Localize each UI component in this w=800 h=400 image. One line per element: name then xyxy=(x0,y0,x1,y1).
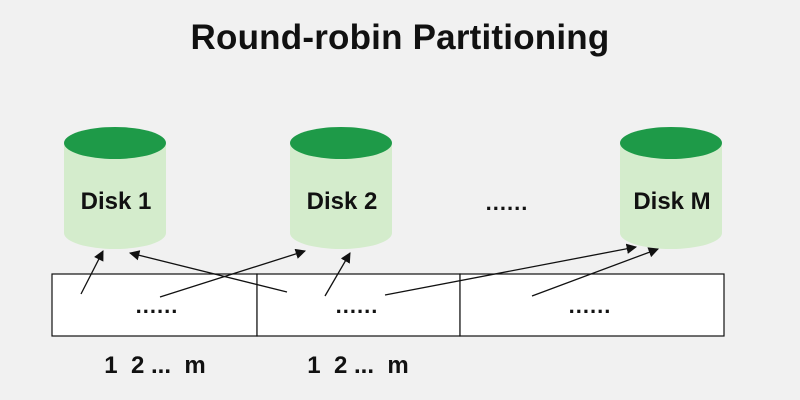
disk-2-label: Disk 2 xyxy=(307,188,378,215)
index-label-2: 1 2 ... m xyxy=(307,352,408,379)
disk-2-top xyxy=(290,127,392,159)
disk-1-label: Disk 1 xyxy=(81,188,152,215)
disk-2: Disk 2 xyxy=(290,127,392,249)
disk-m: Disk M xyxy=(620,127,722,249)
disk-m-label: Disk M xyxy=(633,188,710,215)
partition-3-cell xyxy=(459,273,725,337)
arrow-to-disk-m-b xyxy=(531,247,659,297)
partition-3-content: ...... xyxy=(569,293,612,318)
disk-1: Disk 1 xyxy=(64,127,166,249)
disks-ellipsis: ...... xyxy=(486,190,529,215)
partition-table: ...... ...... ...... xyxy=(51,273,725,337)
index-label-1: 1 2 ... m xyxy=(104,352,205,379)
partition-2-cell xyxy=(256,273,461,337)
disk-1-top xyxy=(64,127,166,159)
disk-m-top xyxy=(620,127,722,159)
arrow-to-disk-1-a xyxy=(80,250,104,295)
partition-1-cell xyxy=(51,273,258,337)
partition-1-content: ...... xyxy=(136,293,179,318)
arrow-to-disk-m-a xyxy=(384,243,638,296)
disk-m-body xyxy=(620,143,722,249)
page-title: Round-robin Partitioning xyxy=(190,18,610,57)
arrow-to-disk-1-b xyxy=(128,250,288,293)
arrow-to-disk-2-b xyxy=(324,252,351,297)
partition-2-content: ...... xyxy=(336,293,379,318)
disk-2-body xyxy=(290,143,392,249)
disk-1-body xyxy=(64,143,166,249)
arrow-to-disk-2-a xyxy=(159,248,306,298)
arrows xyxy=(80,243,659,298)
